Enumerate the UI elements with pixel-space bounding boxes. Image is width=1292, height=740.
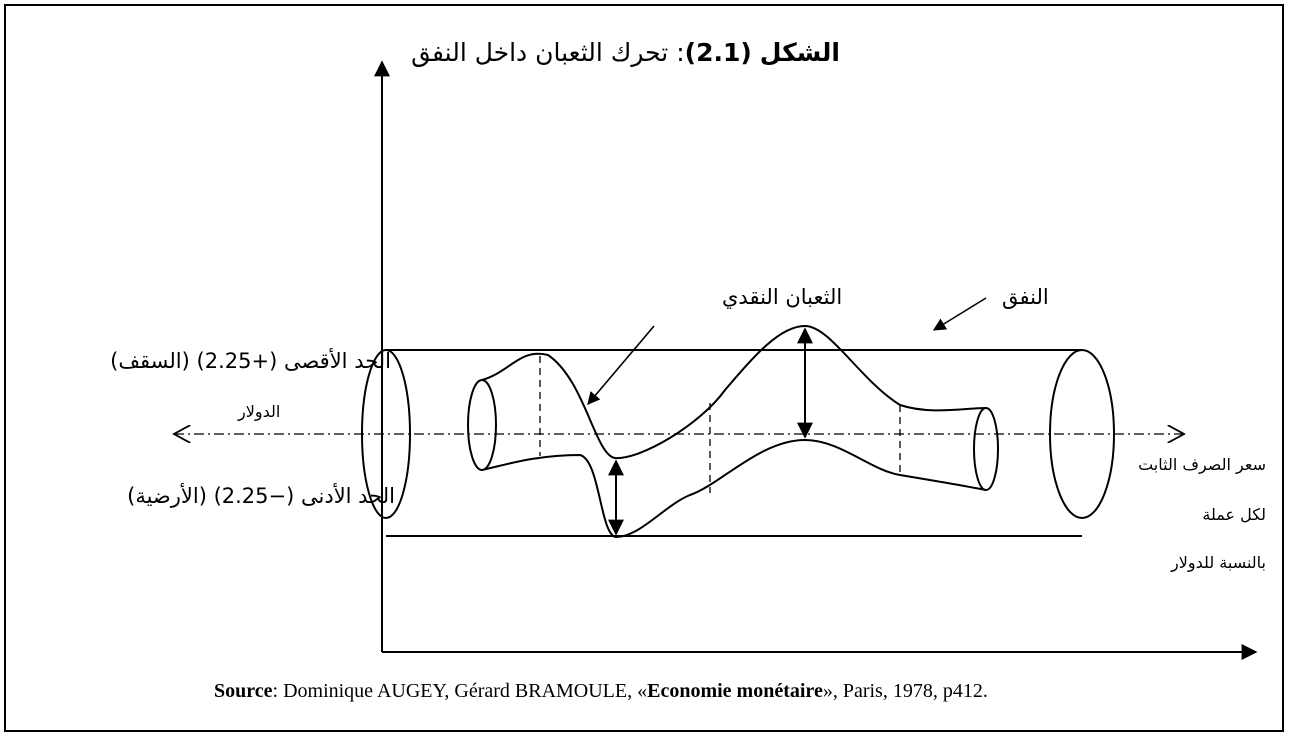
upper-limit-label: الحد الأقصى (+2.25) (السقف): [110, 349, 391, 373]
lower-limit-label: الحد الأدنى (−2.25) (الأرضية): [127, 484, 395, 508]
source-label: Source: [214, 680, 273, 702]
figure-title: الشكل (2.1): تحرك الثعبان داخل النفق: [400, 38, 840, 67]
snake-right-end: [973, 407, 999, 491]
snake-pointer-arrow: [587, 325, 655, 405]
snake-lower-curve: [481, 438, 987, 539]
title-number: (2.1): [684, 38, 752, 67]
snake-label: الثعبان النقدي: [722, 285, 843, 309]
title-text: : تحرك الثعبان داخل النفق: [411, 38, 685, 67]
snake-left-end: [467, 379, 497, 471]
fixed-rate-label-line3: بالنسبة للدولار: [1171, 553, 1266, 572]
figure-frame: [4, 4, 1284, 732]
source-citation: Source: Dominique AUGEY, Gérard BRAMOULE…: [214, 680, 988, 703]
source-authors: : Dominique AUGEY, Gérard BRAMOULE, «: [272, 680, 648, 702]
source-rest: », Paris, 1978, p412.: [822, 680, 988, 702]
snake-upper-curve: [481, 324, 987, 460]
fixed-rate-label-line1: سعر الصرف الثابت: [1138, 455, 1266, 474]
source-book: Economie monétaire: [647, 680, 823, 702]
title-prefix: الشكل: [759, 38, 840, 67]
tunnel-pointer-arrow: [932, 297, 987, 331]
dollar-label: الدولار: [238, 402, 281, 421]
fixed-rate-label-line2: لكل عملة: [1202, 505, 1266, 524]
tunnel-label: النفق: [1002, 285, 1049, 309]
